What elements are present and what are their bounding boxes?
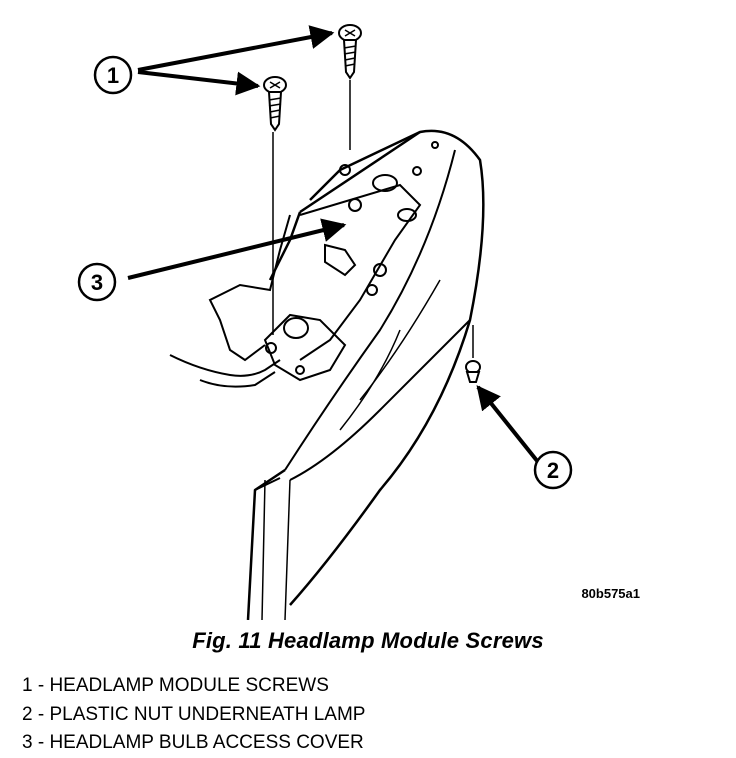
legend-item: 1 - HEADLAMP MODULE SCREWS — [22, 675, 329, 696]
legend-item: 2 - PLASTIC NUT UNDERNEATH LAMP — [22, 703, 366, 725]
headlamp-housing — [246, 129, 485, 620]
callout-arrows — [127, 25, 540, 464]
callout-2-label: 2 — [547, 458, 559, 483]
legend-list: 1 - HEADLAMP MODULE SCREWS 2 - PLASTIC N… — [22, 672, 365, 758]
figure-reference-code: 80b575a1 — [581, 586, 640, 601]
callout-3: 3 — [77, 262, 117, 302]
lower-bracket — [263, 313, 347, 382]
callout-3-label: 3 — [91, 270, 103, 295]
callout-1: 1 — [93, 55, 133, 95]
callout-2: 2 — [533, 450, 573, 490]
callout-1-label: 1 — [107, 63, 119, 88]
wiring-harness — [169, 214, 291, 388]
module-screw-upper — [338, 24, 362, 150]
legend-item: 3 - HEADLAMP BULB ACCESS COVER — [22, 732, 364, 753]
headlamp-module-diagram: 1 3 2 — [77, 24, 573, 620]
plastic-nut — [465, 325, 481, 383]
module-screw-lower — [263, 76, 287, 335]
bulb-access-cover — [299, 141, 439, 361]
figure-caption: Fig. 11 Headlamp Module Screws — [192, 628, 544, 653]
